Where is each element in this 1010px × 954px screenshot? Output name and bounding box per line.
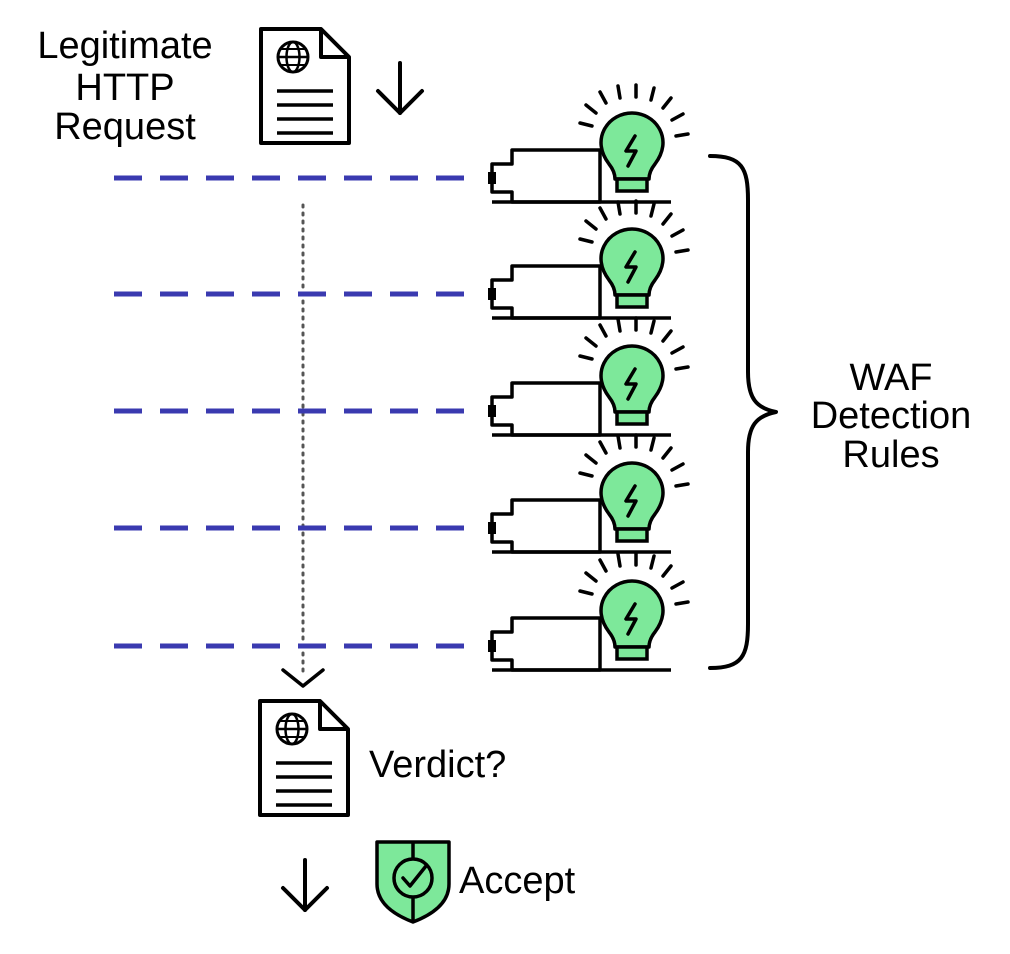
camera-icon bbox=[486, 148, 602, 204]
rule-row-4 bbox=[114, 433, 690, 554]
request-label-line-3: Request bbox=[54, 106, 196, 148]
dotted-path-arrowhead bbox=[281, 668, 325, 688]
verdict-document-icon bbox=[258, 699, 350, 817]
brace-icon bbox=[708, 154, 778, 670]
arrow-down-icon bbox=[281, 858, 329, 912]
camera-icon bbox=[486, 381, 602, 437]
request-label-line-1: Legitimate bbox=[37, 25, 212, 67]
rules-label-line-1: WAF bbox=[849, 357, 932, 399]
rule-row-2 bbox=[114, 199, 690, 320]
shield-check-icon bbox=[375, 840, 451, 924]
rule-row-5 bbox=[114, 551, 690, 672]
rules-label-line-2: Detection bbox=[811, 395, 972, 437]
camera-icon bbox=[486, 264, 602, 320]
accept-label: Accept bbox=[459, 860, 576, 902]
rule-row-3 bbox=[114, 316, 690, 437]
rule-row-1 bbox=[114, 83, 690, 204]
arrow-down-icon bbox=[376, 61, 424, 115]
camera-icon bbox=[486, 616, 602, 672]
verdict-label: Verdict? bbox=[369, 744, 506, 786]
rules-label-line-3: Rules bbox=[842, 434, 939, 476]
request-label-line-2: HTTP bbox=[75, 67, 174, 109]
request-document-icon bbox=[259, 27, 351, 145]
camera-icon bbox=[486, 498, 602, 554]
